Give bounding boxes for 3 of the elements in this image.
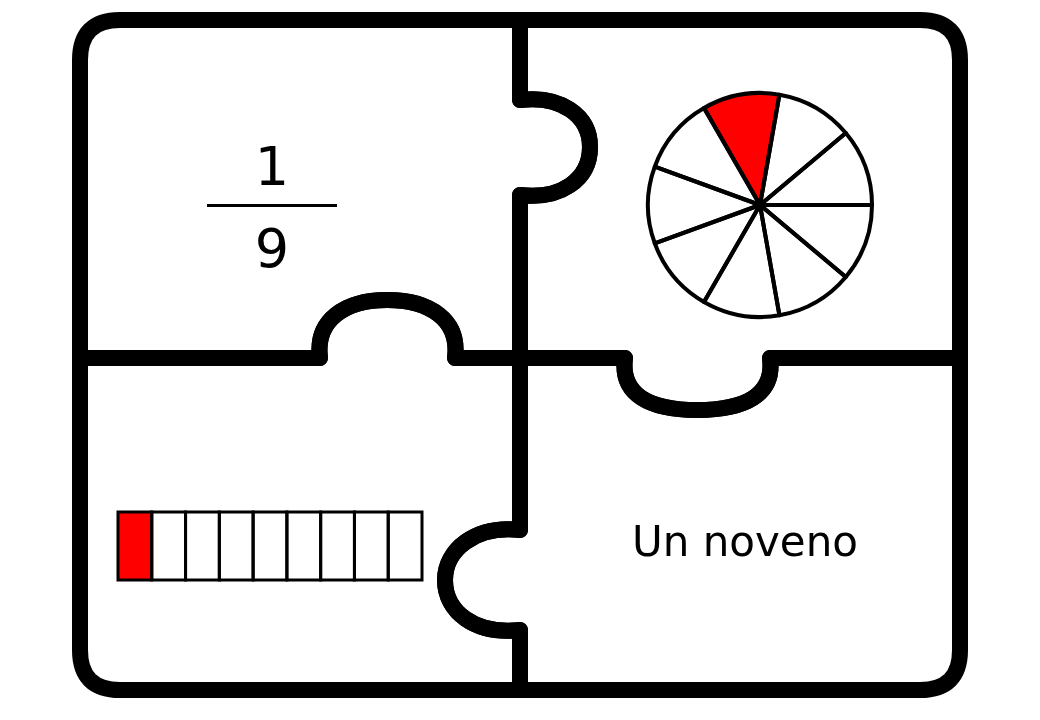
fraction-denominator: 9 xyxy=(253,217,291,280)
fraction-name: Un noveno xyxy=(630,517,859,566)
fraction-numerator: 1 xyxy=(253,135,291,198)
